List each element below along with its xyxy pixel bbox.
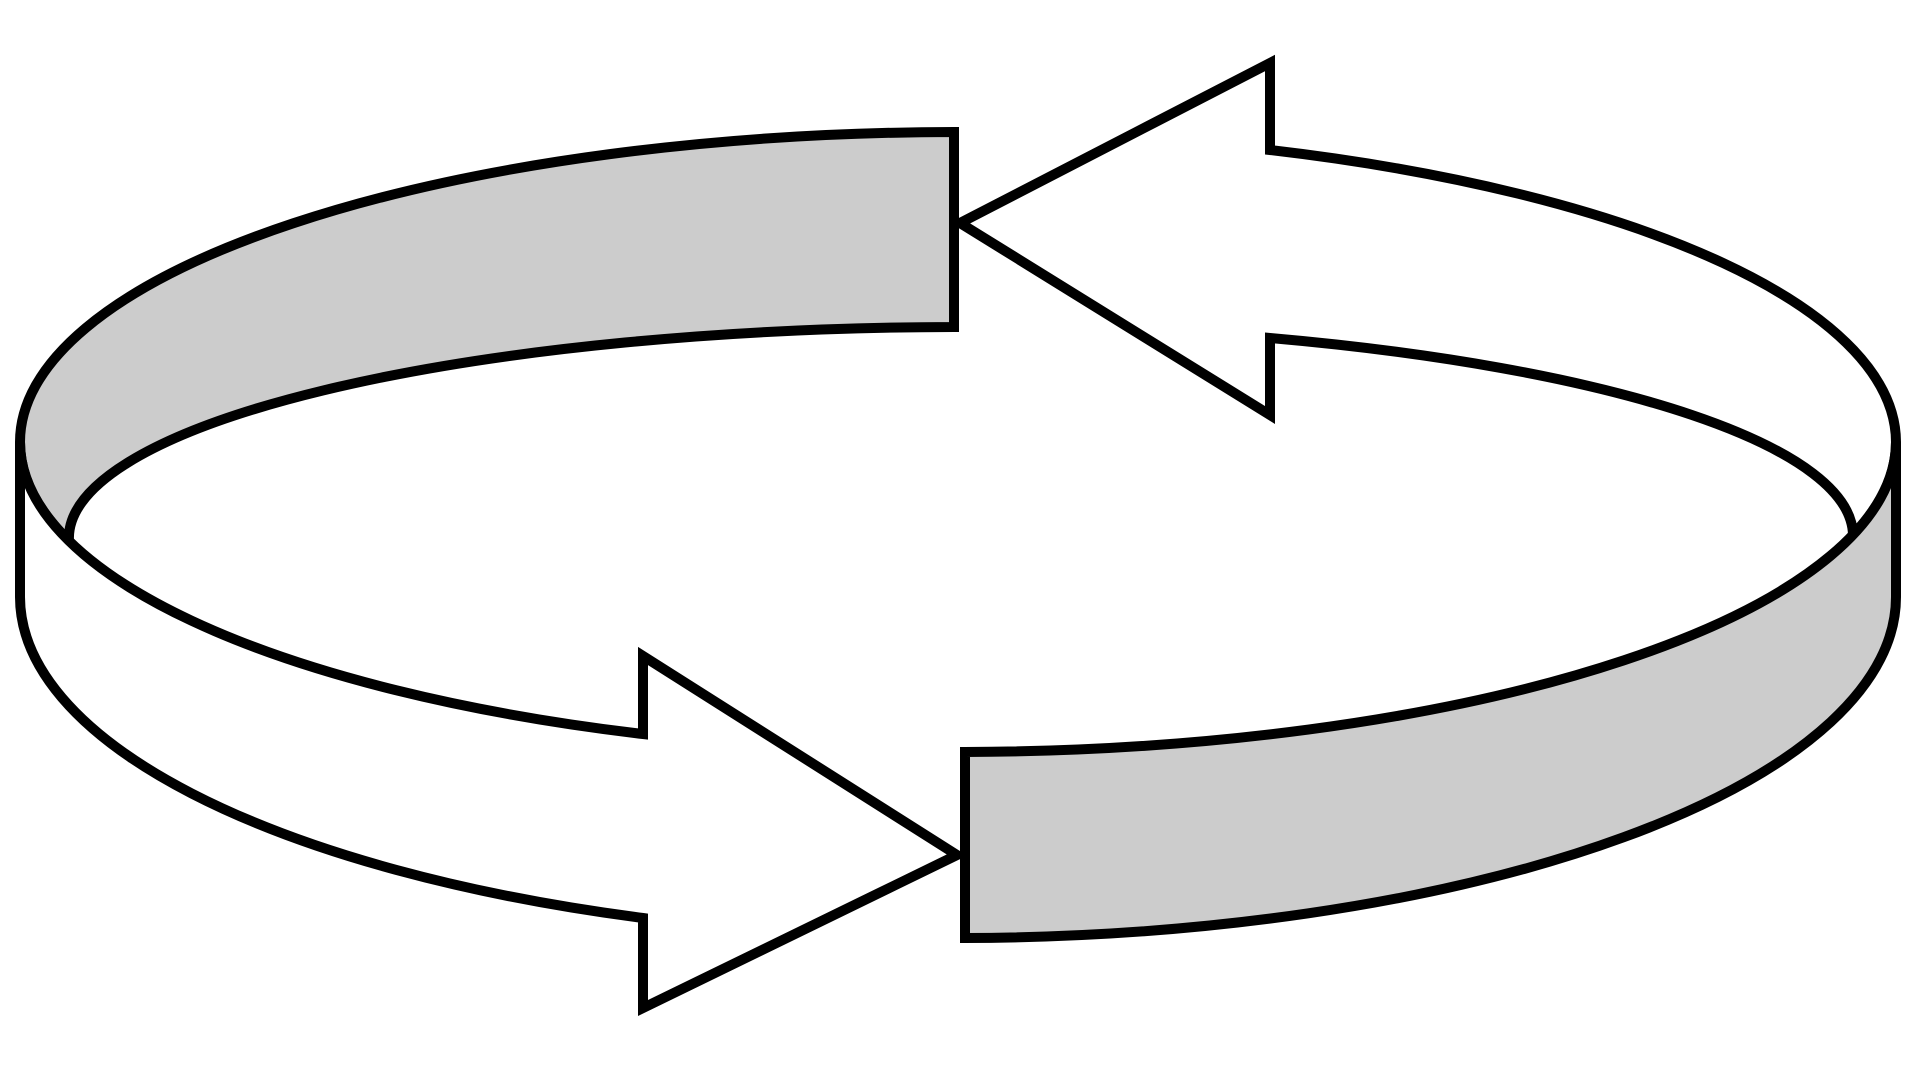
- arrow-bottom-pointing-right: [15, 441, 968, 1016]
- band-segment-top-left: [14, 126, 959, 554]
- band-segment-bottom-right: [960, 441, 1901, 944]
- arrow-top-pointing-left: [949, 54, 1902, 548]
